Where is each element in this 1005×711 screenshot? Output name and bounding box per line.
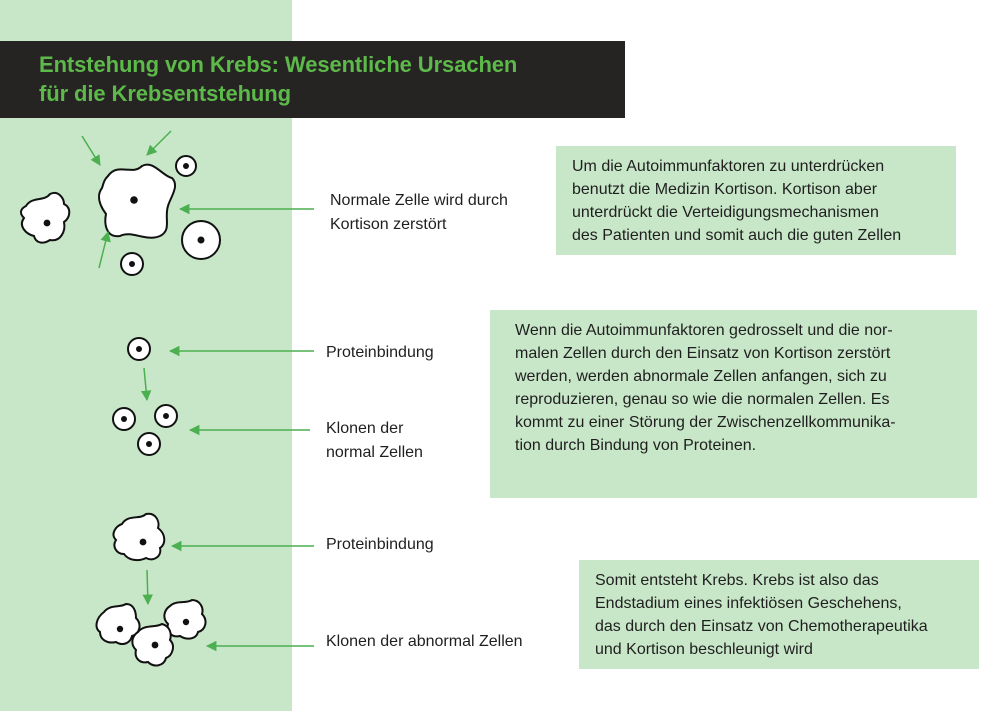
cell-nucleus	[130, 196, 138, 204]
cloned-abnormal-cell	[95, 602, 141, 645]
cloned-normal-cell	[137, 432, 161, 456]
box-line: Wenn die Autoimmunfaktoren gedrosselt un…	[515, 322, 893, 339]
cell-nucleus	[182, 618, 190, 626]
box-line: werden, werden abnormale Zellen anfangen…	[515, 368, 887, 385]
box-line: Um die Autoimmunfaktoren zu unterdrücken	[572, 158, 885, 175]
label-line: normal Zellen	[326, 444, 423, 461]
box-line: und Kortison beschleunigt wird	[595, 641, 813, 658]
arrow-kortison-3	[98, 230, 111, 269]
cell-nucleus	[116, 625, 124, 633]
title-banner: Entstehung von Krebs: Wesentliche Ursach…	[0, 41, 625, 118]
arrow-kortison-2	[146, 130, 172, 156]
normal-cell	[181, 220, 221, 260]
box-line: das durch den Einsatz von Chemotherapeut…	[595, 618, 928, 635]
box-line: Somit entsteht Krebs. Krebs ist also das	[595, 572, 879, 589]
label-clone-normal: Klonen der normal Zellen	[326, 417, 423, 465]
info-box-3: Somit entsteht Krebs. Krebs ist also das…	[579, 560, 979, 669]
box-line: des Patienten und somit auch die guten Z…	[572, 227, 902, 244]
cell-nucleus	[139, 538, 147, 546]
info-box-1: Um die Autoimmunfaktoren zu unterdrücken…	[556, 146, 956, 255]
label-protein-binding-1: Proteinbindung	[326, 344, 434, 361]
label-clone-abnormal: Klonen der abnormal Zellen	[326, 633, 523, 650]
info-box-2: Wenn die Autoimmunfaktoren gedrosselt un…	[490, 310, 977, 498]
box-line: kommt zu einer Störung der Zwischenzellk…	[515, 414, 896, 431]
normal-cell	[127, 337, 151, 361]
box-line: Endstadium eines infektiösen Geschehens,	[595, 595, 902, 612]
label-line: Normale Zelle wird durch	[330, 192, 508, 209]
label-protein-binding-2: Proteinbindung	[326, 536, 434, 553]
box-line: reproduzieren, genau so wie die normalen…	[515, 391, 890, 408]
abnormal-cell	[112, 512, 166, 562]
box-line: benutzt die Medizin Kortison. Kortison a…	[572, 181, 878, 198]
label-normal-cell-destroyed: Normale Zelle wird durch Kortison zerstö…	[330, 189, 508, 237]
normal-cell	[120, 252, 144, 276]
box-line: unterdrückt die Verteidigungsmechanismen	[572, 204, 879, 221]
box-line: tion durch Bindung von Proteinen.	[515, 437, 757, 454]
label-line: Klonen der	[326, 420, 404, 437]
title-line-2: für die Krebsentstehung	[39, 81, 291, 106]
cell-nucleus	[151, 641, 159, 649]
cloned-normal-cell	[112, 407, 136, 431]
title-line-1: Entstehung von Krebs: Wesentliche Ursach…	[39, 52, 518, 77]
arrow-down-1	[140, 367, 152, 402]
arrow-down-2	[142, 569, 153, 606]
arrow-kortison-1	[81, 135, 101, 166]
label-line: Kortison zerstört	[330, 216, 447, 233]
small-irregular-cell	[19, 192, 71, 244]
cloned-normal-cell	[154, 404, 178, 428]
box-line: malen Zellen durch den Einsatz von Korti…	[515, 345, 891, 362]
normal-cell	[175, 155, 197, 177]
cell-nucleus	[43, 219, 51, 227]
